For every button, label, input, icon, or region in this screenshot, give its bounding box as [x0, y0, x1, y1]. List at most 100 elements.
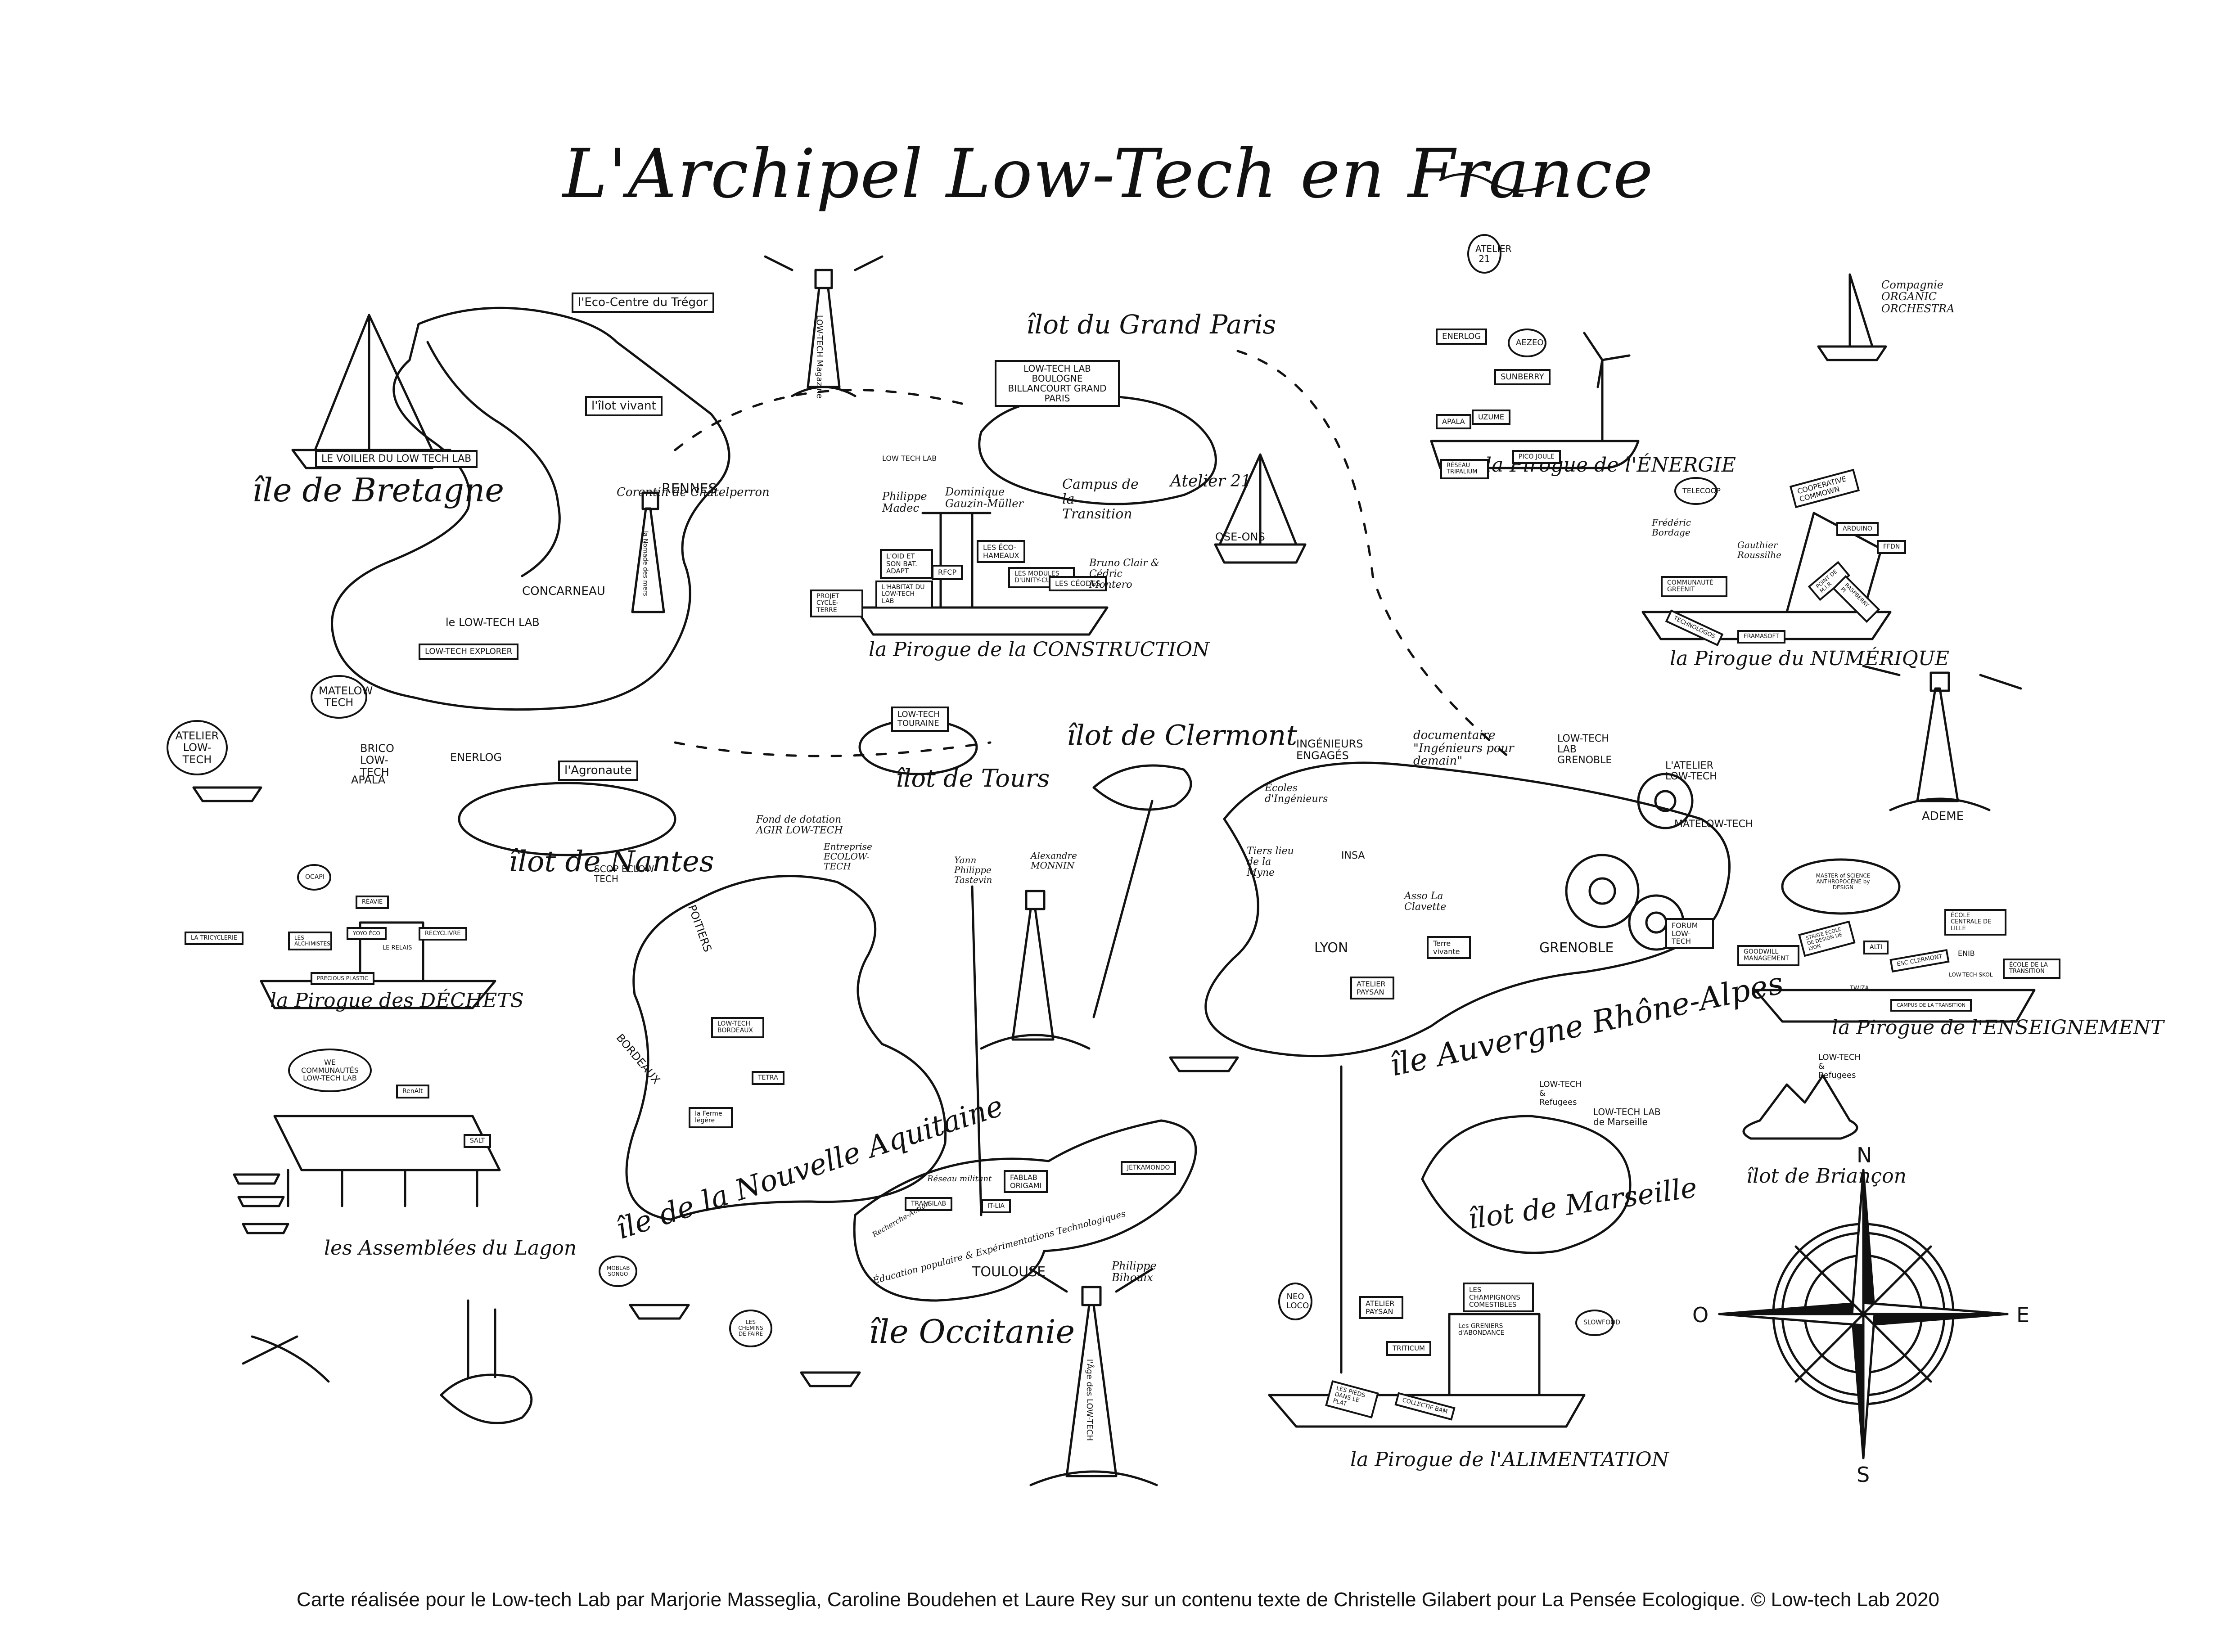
boat-enseignement — [1754, 989, 2036, 1023]
region-name-bretagne: île de Bretagne — [252, 471, 505, 509]
label-ecoles-ingenieurs: Écoles d'Ingénieurs — [1265, 783, 1328, 805]
sign-reavie: RÉAVIE — [356, 896, 389, 909]
flag-goodwill-management: GOODWILL MANAGEMENT — [1737, 945, 1799, 966]
sign-sunberry: SUNBERRY — [1494, 369, 1551, 385]
label-concarneau: CONCARNEAU — [522, 585, 605, 598]
sign-rfcp: RFCP — [932, 565, 963, 580]
flag-atelier-paysan-alimentation: ATELIER PAYSAN — [1359, 1296, 1403, 1319]
sign-it-lia: IT-LIA — [981, 1199, 1011, 1214]
balloon-atelier-21: ATELIER 21 — [1467, 234, 1512, 274]
boat-ose-ons — [1214, 453, 1307, 564]
label-master-anthropocene: MASTER of SCIENCE ANTHROPOCÈNE by DESIGN — [1816, 873, 1871, 891]
label-greniers-abondance: Les GRENIERS d'ABONDANCE — [1458, 1323, 1505, 1337]
balloon-neo-loco: NEO LOCO — [1278, 1283, 1312, 1320]
compass-west: O — [1692, 1303, 1709, 1327]
region-name-grand-paris: îlot du Grand Paris — [1026, 309, 1276, 340]
rowboat-center — [1169, 1056, 1239, 1072]
pirogue-name-construction: la Pirogue de la CONSTRUCTION — [869, 638, 1210, 661]
label-atelier-low-tech: L'ATELIER LOW-TECH — [1665, 760, 1717, 783]
label-matelow-tech: MATELOW-TECH — [1674, 819, 1753, 830]
label-bruno-clair-cedric-montero: Bruno Clair & Cédric Montero — [1089, 558, 1160, 591]
rowboats-lagon — [233, 1173, 289, 1234]
island-marseille — [1421, 1115, 1632, 1254]
island-briancon — [1742, 1074, 1858, 1140]
balloon-matelow-tech: MATELOW TECH — [311, 675, 373, 719]
flag-salt: SALT — [464, 1134, 491, 1148]
flag-ecole-de-la-transition: ÉCOLE DE LA TRANSITION — [2003, 959, 2060, 979]
label-brico-low-tech: BRICO LOW-TECH — [360, 742, 394, 779]
label-philippe-bihouix: Philippe Bihouix — [1112, 1260, 1157, 1284]
sign-reseau-tripalium: RÉSEAU TRIPALIUM — [1440, 459, 1489, 479]
sign-yoyo-eco: YOYO ÉCO — [347, 927, 387, 941]
lighthouse-low-tech-magazine-icon — [764, 255, 884, 397]
label-grenoble: GRENOBLE — [1539, 940, 1614, 956]
flag-la-tricyclerie: la TRICYCLERIE — [185, 932, 244, 945]
label-reseau-militant: Réseau militant — [927, 1174, 992, 1184]
label-enerlog: ENERLOG — [450, 751, 502, 764]
compass-rose-icon — [1718, 1169, 2009, 1459]
label-ingenieurs-engages: INGÉNIEURS ENGAGÉS — [1296, 738, 1363, 762]
boat-organic-orchestra — [1817, 273, 1887, 361]
lighthouse-ademe-label: ADEME — [1922, 810, 1964, 823]
flag-fablab-origami: FABLAB ORIGAMI — [1004, 1170, 1048, 1193]
cable-clermont — [1092, 800, 1154, 1018]
lighthouse-nomade-label: la Nomade des mers — [641, 531, 649, 596]
balloon-slowfood: SLOWFOOD — [1575, 1310, 1620, 1337]
label-apala: APALA — [351, 774, 386, 786]
flag-ferme-legere: la Ferme légère — [689, 1107, 733, 1128]
compass-north: N — [1857, 1143, 1872, 1167]
dechets-building — [359, 921, 424, 982]
boat-energie — [1430, 440, 1640, 469]
label-documentaire-ingenieurs-pour-demain: documentaire "Ingénieurs pour demain" — [1413, 729, 1514, 768]
rowboat-chemins — [800, 1371, 861, 1387]
label-philippe-madec: Philippe Madec — [882, 490, 927, 515]
label-rennes: RENNES — [662, 481, 717, 497]
sign-precious-plastic: PRECIOUS PLASTIC — [311, 972, 375, 986]
region-name-tours: îlot de Tours — [896, 764, 1050, 792]
banner-low-tech-lab-boulogne: LOW-TECH LAB Boulogne Billancourt Grand … — [995, 360, 1120, 407]
lighthouse-concarneau-icon — [631, 491, 665, 613]
compass-south: S — [1857, 1463, 1870, 1487]
island-clermont — [1092, 764, 1192, 811]
flag-eco-centre-tregor: l'Eco-Centre du Trégor — [572, 293, 714, 313]
balloon-master-anthropocene — [1781, 858, 1901, 915]
title-flourish — [1439, 173, 1554, 192]
submarine-low-tech-lab: LOW TECH LAB — [882, 454, 937, 463]
label-entreprise-ecolow-tech: Entreprise ECOLOW-TECH — [824, 841, 872, 872]
rowboat-moblab — [629, 1304, 690, 1320]
island-bretagne — [331, 306, 730, 711]
deck-lagon — [273, 1115, 501, 1207]
sign-les-alchimistes: les ALCHIMISTES — [288, 932, 332, 951]
sign-oid-bat-adapt: l'OID et son BAT. ADAPT — [880, 549, 933, 579]
flag-les-ceodes: LES CÉODES — [1049, 576, 1107, 591]
building-insa: INSA — [1341, 850, 1365, 861]
sign-framasoft: FRAMASOFT — [1737, 630, 1785, 644]
sign-agronaute: l'Agronaute — [558, 761, 638, 781]
flag-tetra: TETRA — [752, 1071, 784, 1085]
label-briancon-refugees: LOW-TECH & Refugees — [1818, 1053, 1861, 1080]
label-low-tech-lab-marseille: LOW-TECH LAB de Marseille — [1593, 1107, 1661, 1127]
tower-construction — [921, 512, 992, 609]
label-low-tech-skol: LOW-TECH SKOL — [1949, 972, 1993, 978]
sea-route — [1236, 350, 1509, 757]
flag-recyclivre: RECYCLIVRE — [419, 927, 467, 941]
balloon-chemins-de-faire: les CHEMINS de FAIRE — [729, 1310, 772, 1347]
kayak-icon — [242, 1335, 330, 1383]
label-campus-transition: Campus de la Transition — [1062, 477, 1139, 522]
lighthouse-ademe-icon — [1862, 665, 2022, 811]
boat-numerique — [1641, 611, 1892, 640]
flag-eco-hameaux: les ÉCO-HAMEAUX — [977, 540, 1025, 563]
balloon-moblab-songo: MOBLAB SONGO — [599, 1256, 637, 1287]
flag-projet-cycle-terre: PROJET CYCLE-TERRE — [810, 590, 863, 618]
balloon-atelier-low-tech: ATELIER LOW-TECH — [167, 720, 228, 776]
label-enib: ENIB — [1958, 949, 1975, 958]
balloon-we-communautes: WE COMMUNAUTÉS LOW-TECH LAB — [288, 1049, 372, 1092]
region-name-assemblees-lagon: les Assemblées du Lagon — [324, 1237, 577, 1260]
region-name-clermont: îlot de Clermont — [1067, 719, 1298, 752]
label-asso-la-clavette: Asso La Clavette — [1404, 891, 1447, 913]
sign-alti: ALTI — [1863, 941, 1889, 955]
coastline-bretagne — [426, 341, 561, 577]
gears-icon — [1565, 773, 1694, 951]
label-alexandre-monnin: Alexandre MONNIN — [1031, 850, 1077, 871]
